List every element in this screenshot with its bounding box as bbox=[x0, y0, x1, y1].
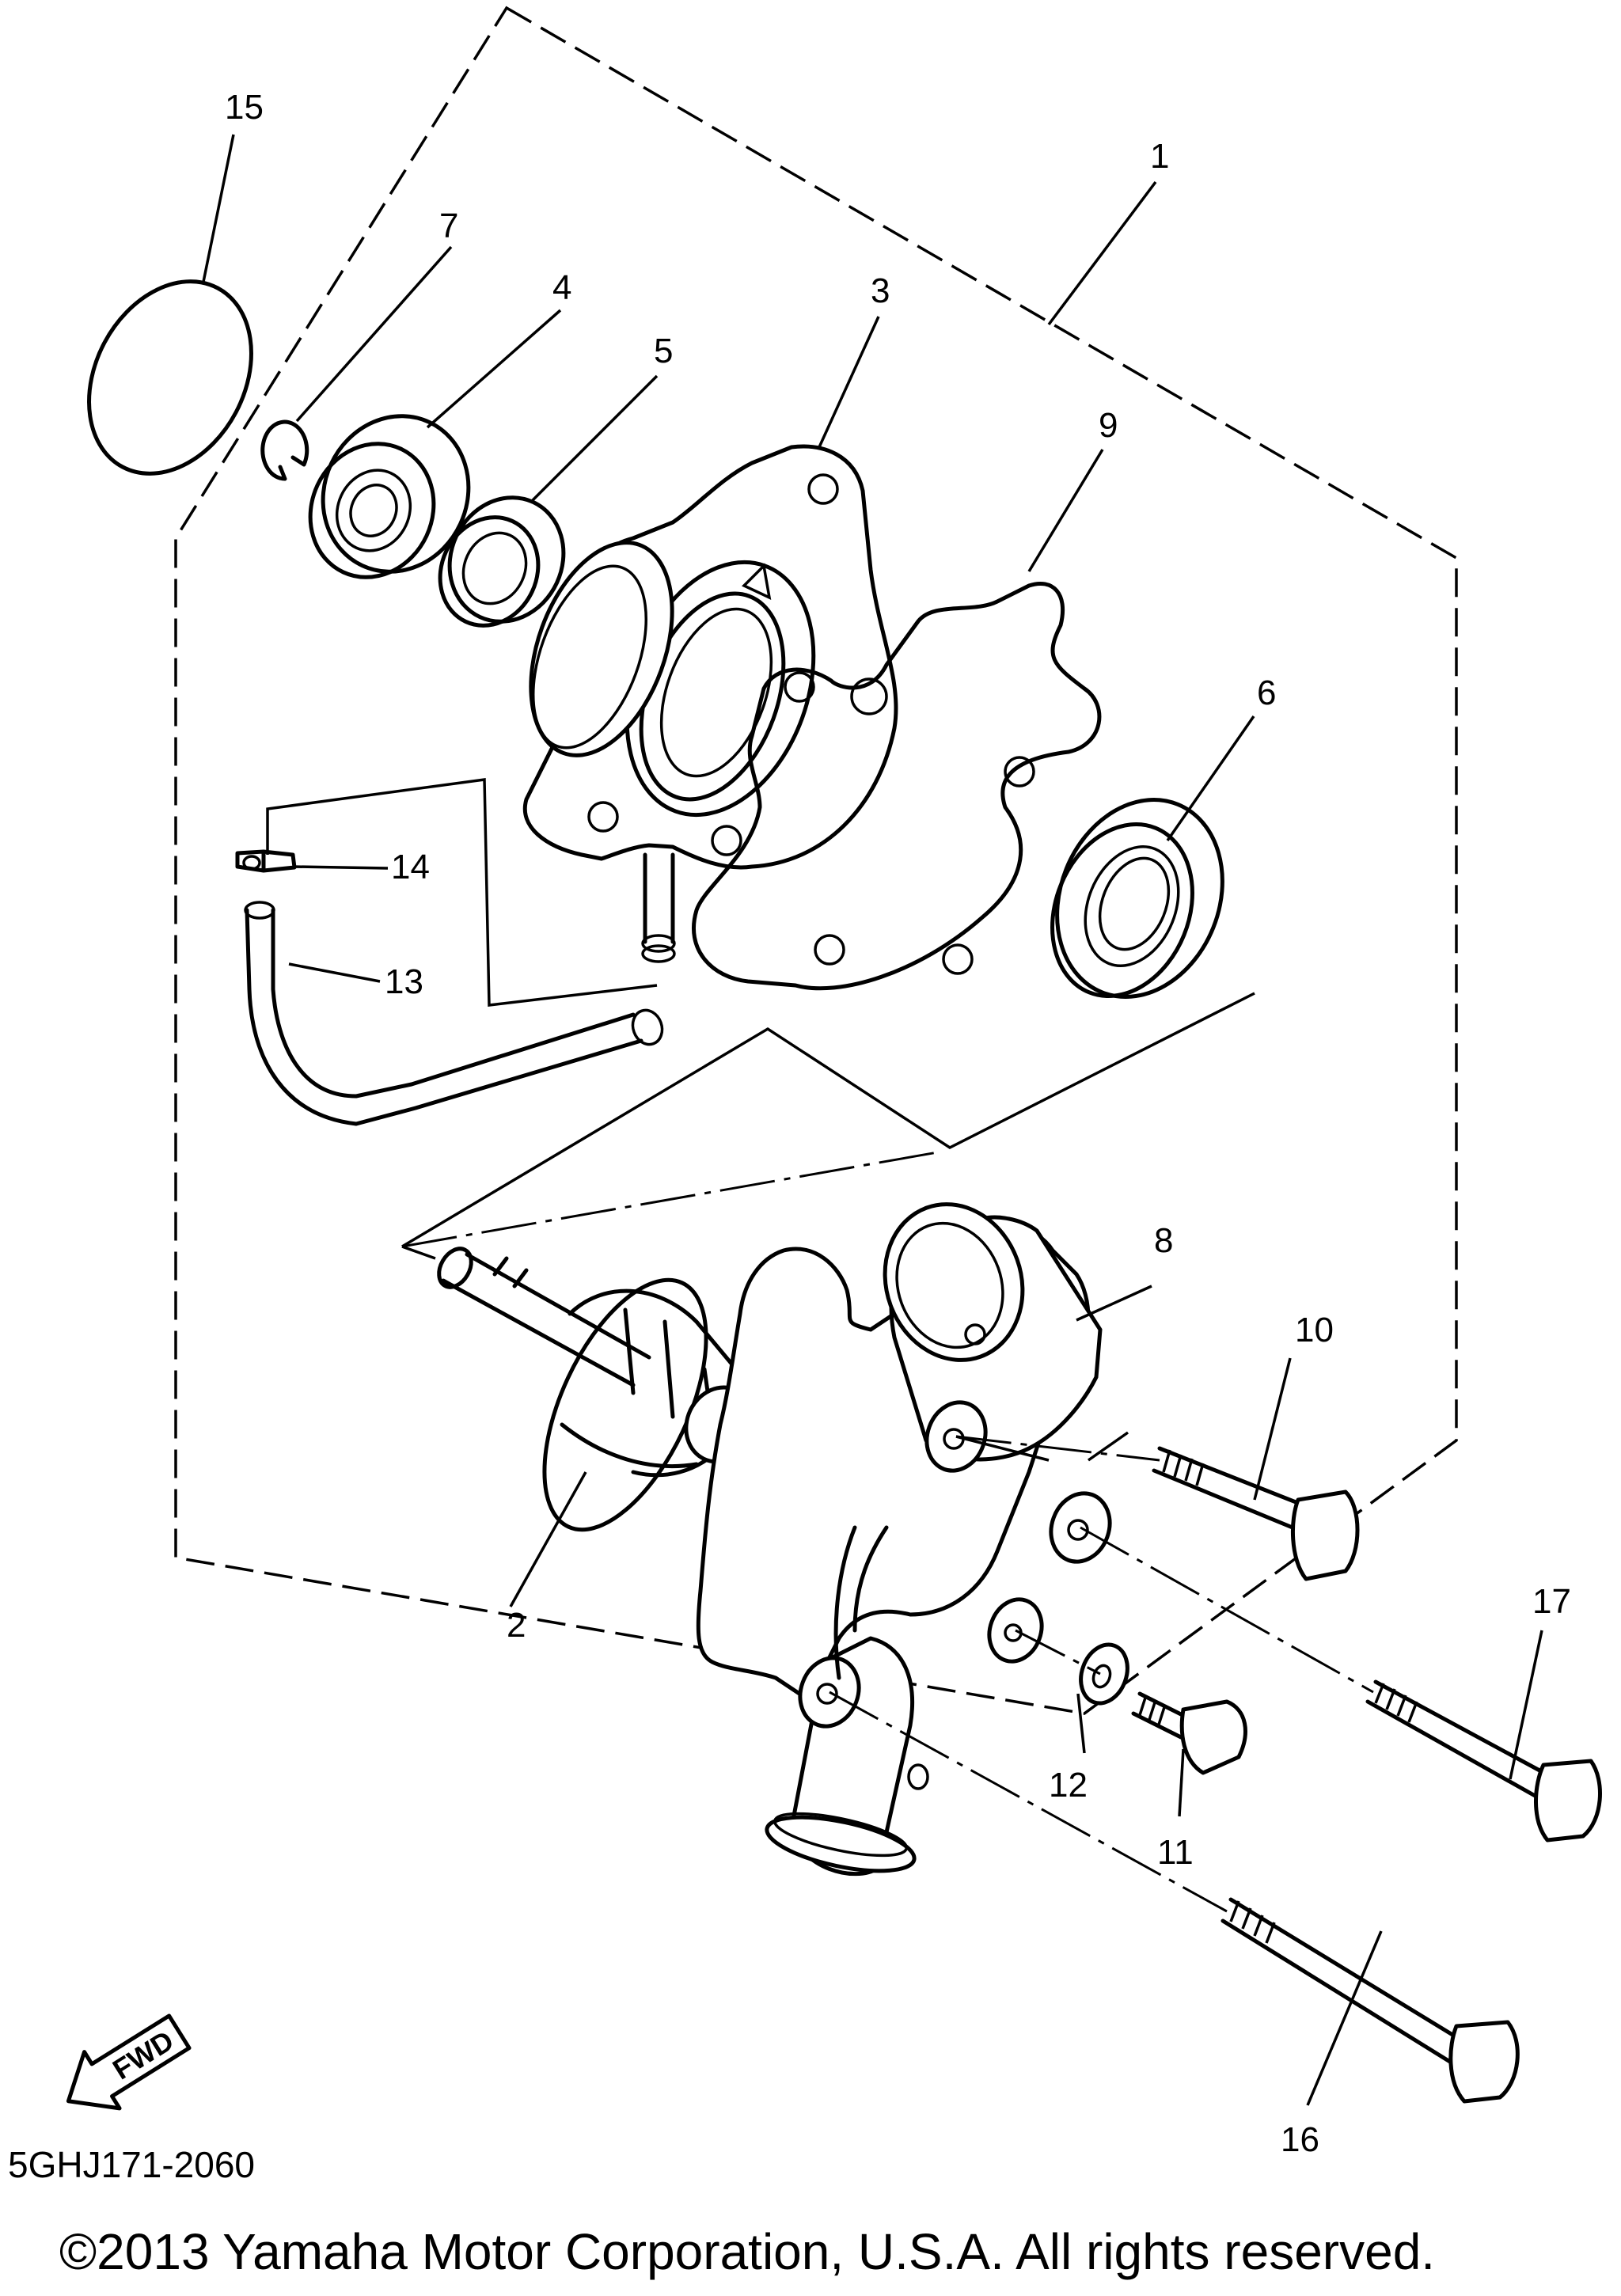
callout-2: 2 bbox=[507, 1606, 526, 1645]
part-14-hose-clamp bbox=[235, 849, 297, 873]
callout-labels: 15 7 4 5 3 1 9 6 14 13 8 10 17 2 12 11 1… bbox=[225, 88, 1571, 2159]
callout-4: 4 bbox=[552, 268, 571, 307]
callout-16: 16 bbox=[1281, 2120, 1319, 2159]
part-10-bolt bbox=[1152, 1446, 1360, 1581]
part-15-o-ring bbox=[87, 279, 253, 476]
part-5-oil-seal bbox=[438, 495, 566, 628]
part-12-washer bbox=[1079, 1642, 1129, 1706]
callout-14: 14 bbox=[391, 848, 430, 886]
callout-8: 8 bbox=[1154, 1221, 1173, 1260]
callout-12: 12 bbox=[1049, 1766, 1088, 1805]
impeller-reference-line bbox=[401, 992, 1255, 1248]
part-7-circlip bbox=[260, 419, 309, 481]
part-16-bolt bbox=[1220, 1897, 1520, 2104]
callout-6: 6 bbox=[1257, 674, 1276, 712]
shaft-reference-line bbox=[401, 1150, 943, 1248]
part-6-mechanical-seal bbox=[1050, 798, 1224, 999]
callout-5: 5 bbox=[654, 332, 673, 370]
diagram-code: 5GHJ171-2060 bbox=[8, 2144, 255, 2185]
assembly-boundary bbox=[174, 6, 1458, 1715]
part-11-bolt bbox=[1131, 1691, 1247, 1775]
part-13-hose bbox=[244, 901, 664, 1126]
callout-15: 15 bbox=[225, 88, 264, 127]
fwd-arrow-icon: FWD bbox=[66, 2013, 192, 2111]
part-3-pump-housing bbox=[522, 444, 898, 963]
callout-13: 13 bbox=[385, 962, 423, 1001]
callout-1: 1 bbox=[1150, 137, 1169, 176]
callout-9: 9 bbox=[1099, 406, 1118, 445]
callout-17: 17 bbox=[1532, 1582, 1571, 1621]
copyright-notice: ©2013 Yamaha Motor Corporation, U.S.A. A… bbox=[59, 2223, 1436, 2280]
callout-10: 10 bbox=[1295, 1311, 1334, 1349]
callout-7: 7 bbox=[439, 207, 458, 245]
callout-3: 3 bbox=[871, 271, 890, 310]
callout-11: 11 bbox=[1157, 1833, 1194, 1872]
leader-lines bbox=[202, 134, 1543, 2106]
part-4-bearing bbox=[308, 414, 471, 579]
part-17-bolt bbox=[1365, 1679, 1602, 1842]
hose-bracket-line bbox=[266, 778, 658, 1007]
part-9-gasket bbox=[691, 581, 1102, 991]
